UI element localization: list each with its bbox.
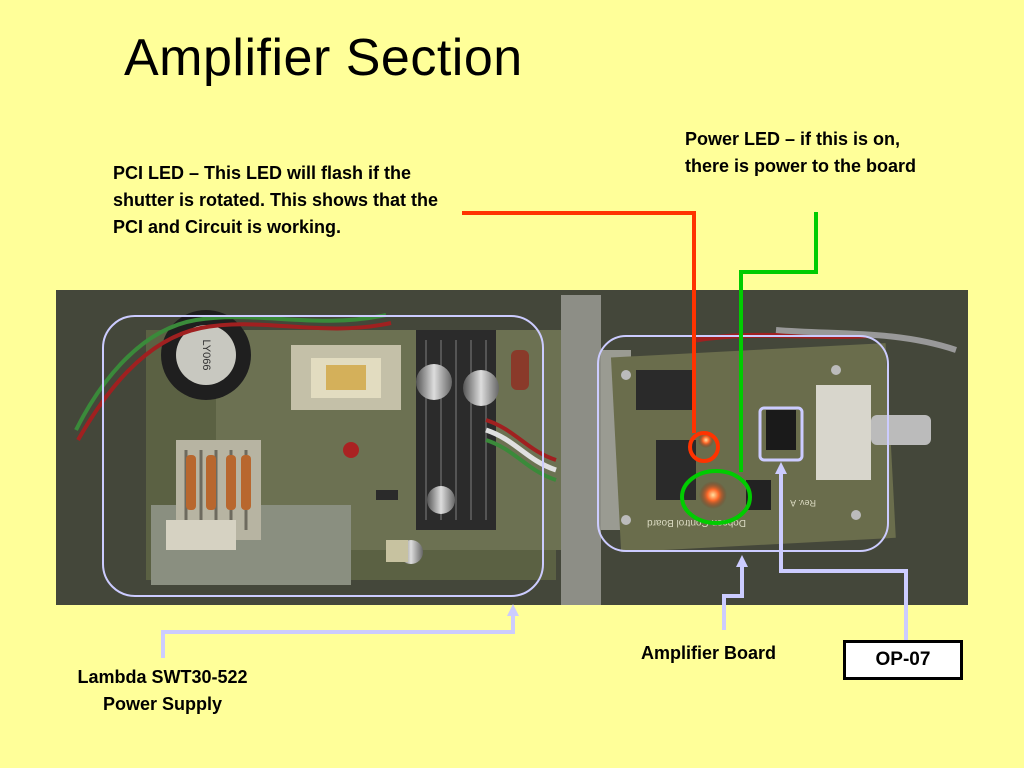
hardware-photo: LY066 xyxy=(56,290,968,605)
power-supply-board: LY066 xyxy=(74,310,576,585)
toroid-marking: LY066 xyxy=(200,340,212,371)
board-rev-silkscreen: Rev. A xyxy=(790,498,816,508)
power-led-photo xyxy=(699,481,727,509)
power-supply-leader xyxy=(161,612,515,658)
power-supply-label-line1: Lambda SWT30-522 xyxy=(77,667,248,687)
power-supply-label: Lambda SWT30-522 Power Supply xyxy=(55,664,270,718)
power-led-callout: Power LED – if this is on, there is powe… xyxy=(685,129,917,176)
board-silkscreen: Dobson Control Board xyxy=(647,517,746,528)
mounting-bracket xyxy=(561,295,601,605)
pci-led-callout: PCI LED – This LED will flash if the shu… xyxy=(113,163,439,237)
power-supply-label-line2: Power Supply xyxy=(102,694,223,714)
slide-title: Amplifier Section xyxy=(124,29,523,87)
amplifier-board-label: Amplifier Board xyxy=(641,643,777,663)
op07-chip-photo xyxy=(766,410,796,450)
op07-label: OP-07 xyxy=(875,649,931,670)
op07-label-box: OP-07 xyxy=(843,640,963,680)
pci-led-photo xyxy=(698,432,714,448)
